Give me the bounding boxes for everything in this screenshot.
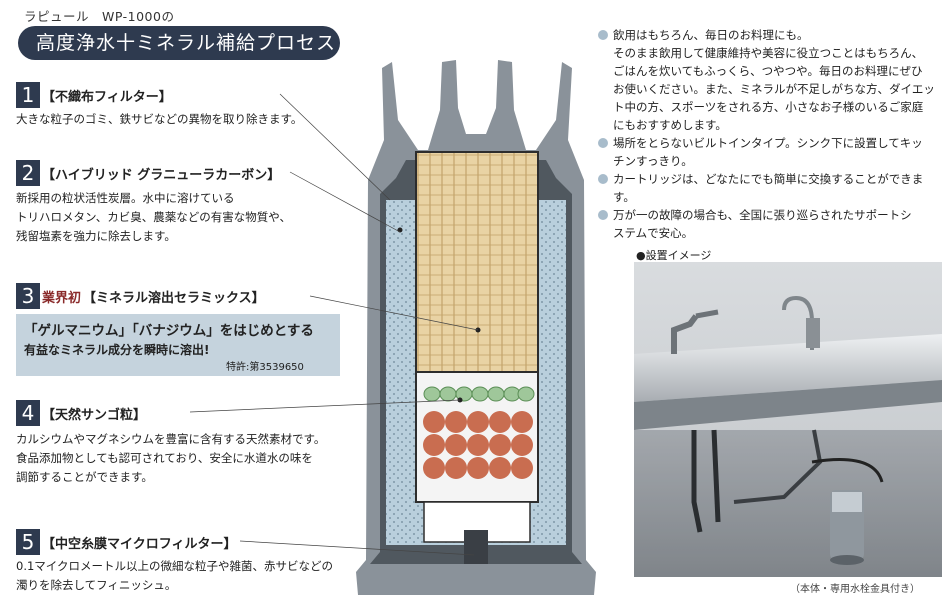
mineral-sub-text: 有益なミネラル成分を瞬時に溶出! [24, 343, 210, 357]
coral-balls [423, 411, 533, 479]
step-name: 【不織布フィルター】 [42, 89, 172, 105]
step-2-heading: 2【ハイブリッド グラニューラカーボン】 [16, 160, 280, 186]
install-caption: （本体・専用水栓金具付き） [790, 584, 920, 595]
step-number: 4 [16, 400, 40, 426]
step-4-heading: 4【天然サンゴ粒】 [16, 400, 146, 426]
step-name: 【ハイブリッド グラニューラカーボン】 [42, 167, 281, 183]
step-5-heading: 5【中空糸膜マイクロフィルター】 [16, 529, 236, 555]
bullet-dot-icon [598, 174, 608, 184]
model-name: ラピュール WP-1000の [24, 9, 175, 24]
bullet-dot-icon [598, 210, 608, 220]
mineral-main-text: 「ゲルマニウム」「バナジウム」をはじめとする [24, 323, 314, 339]
step-number: 1 [16, 82, 40, 108]
desc-line: 残留塩素を強力に除去します。 [16, 229, 176, 243]
bullet-dot-icon [598, 138, 608, 148]
outlet-port [464, 530, 488, 564]
desc-line: 濁りを除去してフィニッシュ。 [16, 578, 177, 592]
step-number: 2 [16, 160, 40, 186]
feature-item: 場所をとらないビルトインタイプ。シンク下に設置してキッ チンすっきり。 [598, 134, 940, 170]
step-name: 【天然サンゴ粒】 [42, 407, 147, 423]
mineral-highlight-box [16, 314, 340, 376]
filter-cross-section-diagram [356, 60, 596, 595]
step-1-description: 大きな粒子のゴミ、鉄サビなどの異物を取り除きます。 [16, 110, 302, 129]
desc-line: トリハロメタン、カビ臭、農薬などの有害な物質や、 [16, 210, 291, 224]
step-4-description: カルシウムやマグネシウムを豊富に含有する天然素材です。 食品添加物としても認可さ… [16, 430, 325, 487]
install-image-label: ●設置イメージ [636, 249, 712, 262]
desc-line: 食品添加物としても認可されており、安全に水道水の味を [16, 451, 313, 465]
step-2-description: 新採用の粒状活性炭層。水中に溶けている トリハロメタン、カビ臭、農薬などの有害な… [16, 189, 291, 246]
desc-line: カルシウムやマグネシウムを豊富に含有する天然素材です。 [16, 432, 326, 446]
feature-list: 飲用はもちろん、毎日のお料理にも。 そのまま飲用して健康維持や美容に役立つことは… [598, 26, 940, 242]
step-number: 5 [16, 529, 40, 555]
patent-number: 特許:第3539650 [226, 362, 304, 373]
feature-item: 飲用はもちろん、毎日のお料理にも。 そのまま飲用して健康維持や美容に役立つことは… [598, 26, 940, 134]
step-number: 3 [16, 283, 40, 309]
desc-line: 0.1マイクロメートル以上の微細な粒子や雑菌、赤サビなどの [16, 559, 334, 573]
step-name: 【ミネラル溶出セラミックス】 [83, 290, 265, 306]
desc-line: 新採用の粒状活性炭層。水中に溶けている [16, 191, 235, 205]
feature-item: カートリッジは、どなたにでも簡単に交換することができます。 [598, 170, 940, 206]
installation-photo [634, 262, 942, 577]
desc-line: 調節することができます。 [16, 470, 153, 484]
bullet-dot-icon [598, 30, 608, 40]
desc-line: 大きな粒子のゴミ、鉄サビなどの異物を取り除きます。 [16, 112, 303, 126]
step-name: 【中空糸膜マイクロフィルター】 [42, 536, 237, 552]
carbon-layer [415, 151, 539, 373]
page-title: 高度浄水十ミネラル補給プロセス [18, 26, 340, 60]
feature-item: 万が一の故障の場合も、全国に張り巡らされたサポートシ ステムで安心。 [598, 206, 940, 242]
step-5-description: 0.1マイクロメートル以上の微細な粒子や雑菌、赤サビなどの 濁りを除去してフィニ… [16, 557, 333, 595]
step-1-heading: 1【不織布フィルター】 [16, 82, 172, 108]
industry-first-badge: 業界初 [42, 290, 82, 306]
